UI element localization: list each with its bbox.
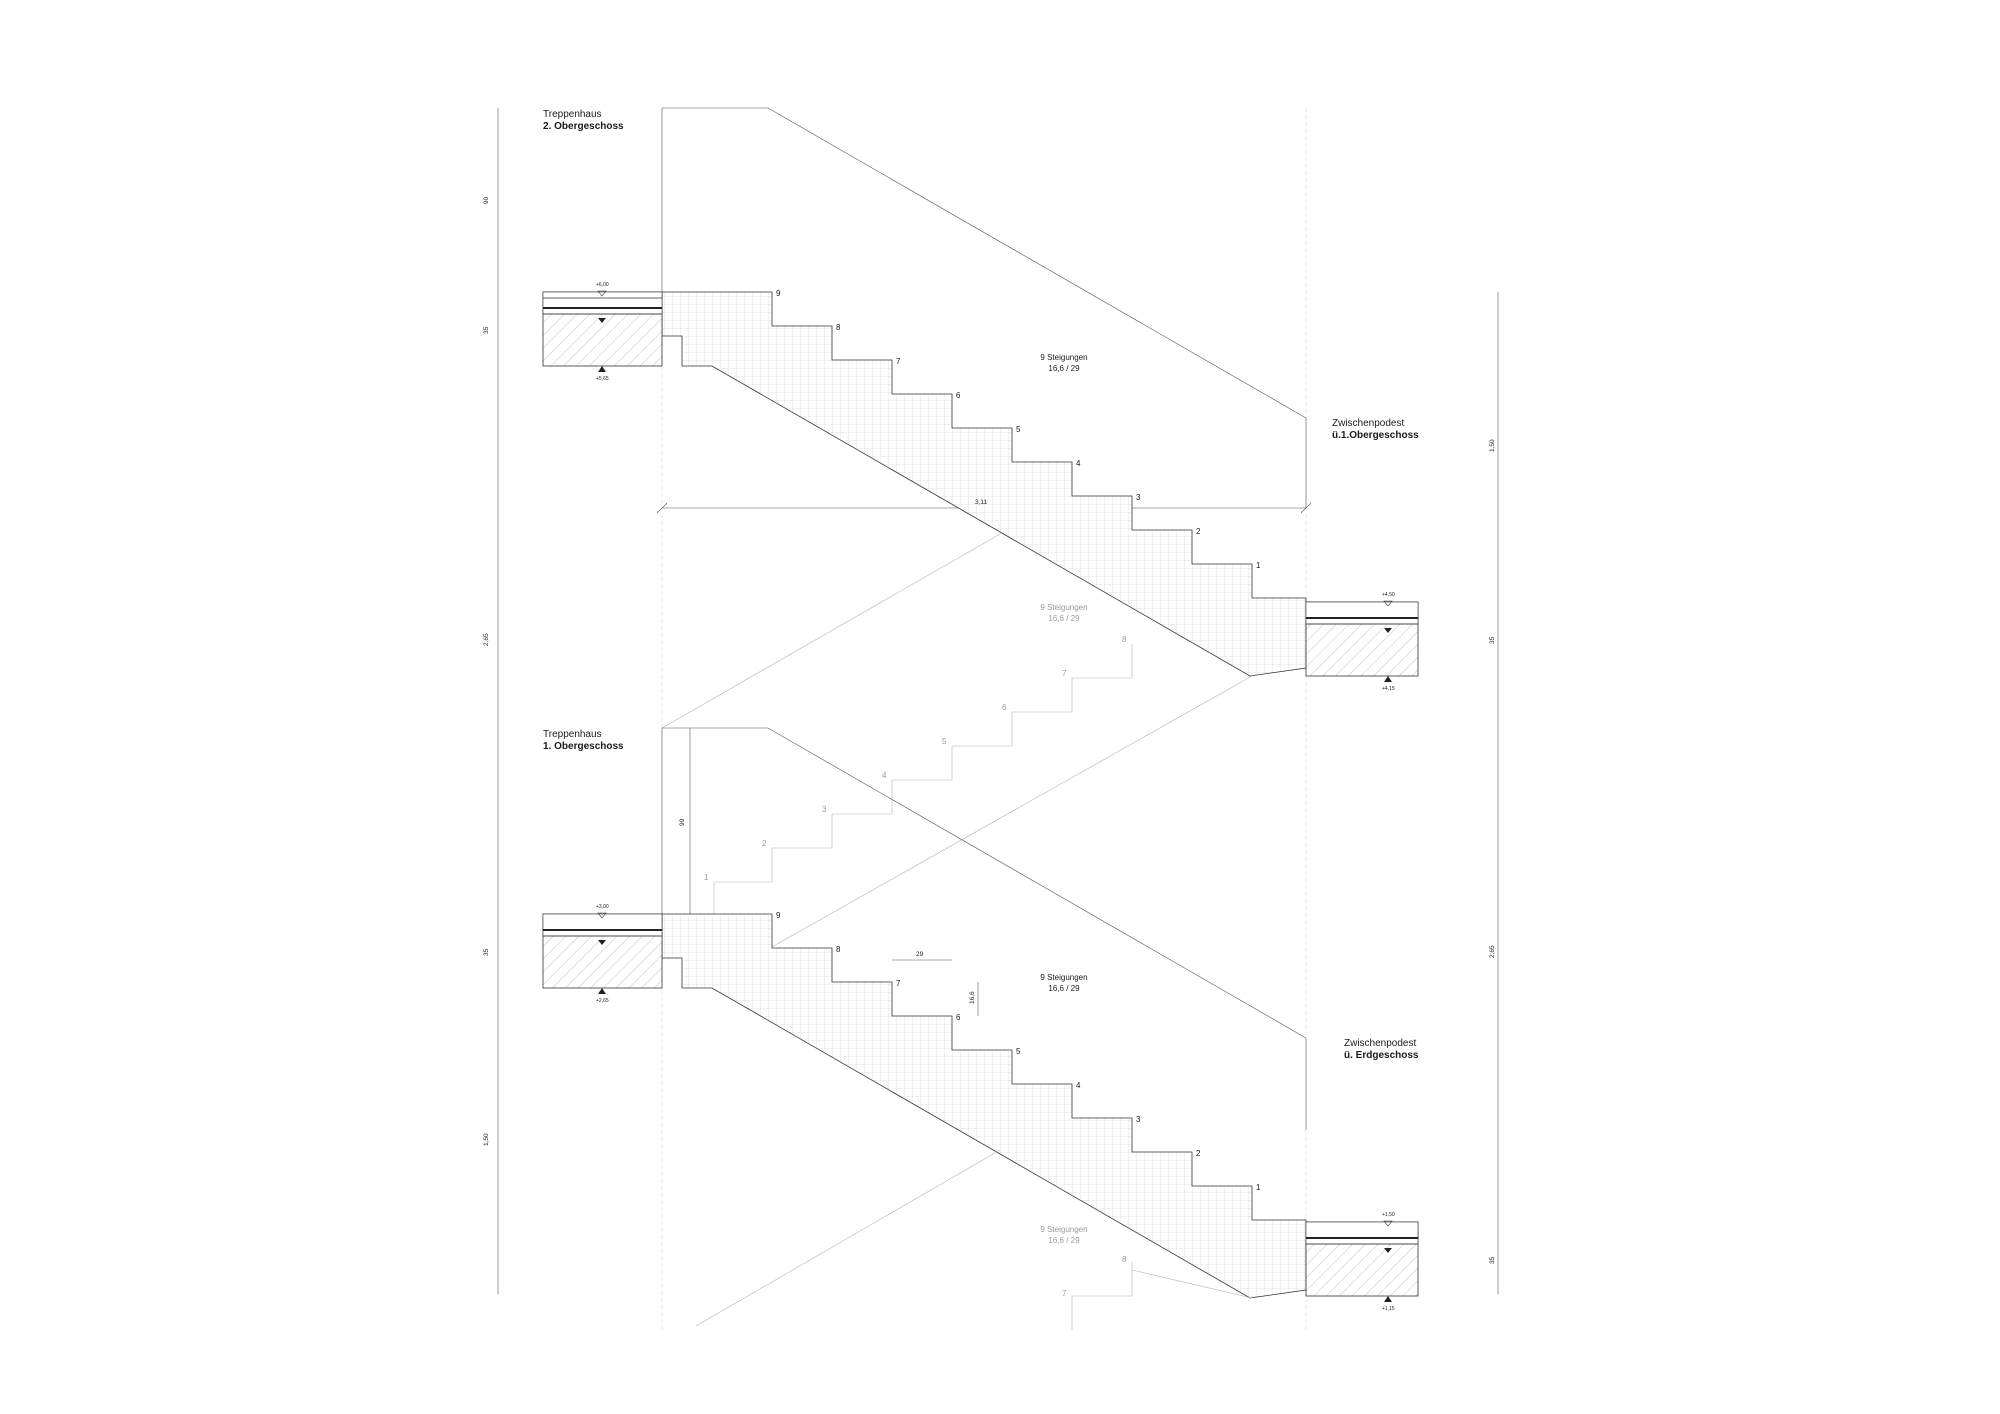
step-number: 7 <box>896 979 901 988</box>
ghost-step-number: 5 <box>942 737 947 746</box>
right-dim-label: 35 <box>1489 636 1496 644</box>
step-numbers-lower: 9 8 7 6 5 4 3 2 1 <box>776 911 1261 1192</box>
ghost-step-number: 8 <box>1122 635 1127 644</box>
ghost-flight-underside-mid <box>661 533 1001 729</box>
level-label: +1,50 <box>1382 1212 1395 1218</box>
clearance-outline-upper <box>661 107 1307 508</box>
flight-count-upper-ghost: 9 Steigungen <box>1040 603 1087 612</box>
riser-label: 16,6 <box>969 991 976 1004</box>
step-numbers-upper: 9 8 7 6 5 4 3 2 1 <box>776 289 1261 570</box>
left-dim-label: 90 <box>483 196 490 204</box>
step-number: 1 <box>1256 561 1261 570</box>
step-number: 5 <box>1016 425 1021 434</box>
landing-finish-upper <box>1305 601 1419 625</box>
level-label: +3,00 <box>596 904 609 910</box>
flight-ratio-upper: 16,6 / 29 <box>1048 364 1080 373</box>
step-number: 5 <box>1016 1047 1021 1056</box>
tread-label: 29 <box>916 951 924 958</box>
room-floor-lower: 1. Obergeschoss <box>543 741 624 752</box>
step-number: 2 <box>1196 1149 1201 1158</box>
level-label: +4,15 <box>1382 686 1395 692</box>
landing-floor-lower: ü. Erdgeschoss <box>1344 1050 1419 1061</box>
flight-count-lower-ghost: 9 Steigungen <box>1040 1225 1087 1234</box>
landing-title-lower: Zwischenpodest <box>1344 1038 1416 1049</box>
right-dim-label: 35 <box>1489 1256 1496 1264</box>
ghost-step-numbers-mid: 1 2 3 4 5 6 7 8 <box>704 635 1127 882</box>
step-number: 6 <box>956 391 961 400</box>
flight-ratio-lower-ghost: 16,6 / 29 <box>1048 1236 1080 1245</box>
landing-floor-upper: ü.1.Obergeschoss <box>1332 430 1419 441</box>
run-width-label: 3,11 <box>975 499 988 506</box>
left-dim-label: 1,50 <box>483 1133 490 1146</box>
step-number: 3 <box>1136 1115 1141 1124</box>
flight-count-lower: 9 Steigungen <box>1040 973 1087 982</box>
step-number: 8 <box>836 323 841 332</box>
room-floor-upper: 2. Obergeschoss <box>543 121 624 132</box>
flight-ratio-lower: 16,6 / 29 <box>1048 984 1080 993</box>
stair-flight-upper <box>661 291 1307 677</box>
ghost-steps-mid <box>713 644 1133 918</box>
step-number: 9 <box>776 289 781 298</box>
ghost-steps-bottom <box>1071 1262 1133 1330</box>
step-number: 9 <box>776 911 781 920</box>
step-number: 4 <box>1076 459 1081 468</box>
ghost-flight-underside-bottom-2 <box>1131 1269 1253 1299</box>
flight-ratio-upper-ghost: 16,6 / 29 <box>1048 614 1080 623</box>
flight-count-upper: 9 Steigungen <box>1040 353 1087 362</box>
right-dim-label: 2,65 <box>1489 945 1496 958</box>
ghost-step-number: 1 <box>704 873 709 882</box>
level-markers <box>597 290 1393 1302</box>
step-number: 3 <box>1136 493 1141 502</box>
left-dim-label: 35 <box>483 948 490 956</box>
ghost-step-number: 4 <box>882 771 887 780</box>
level-label: +1,15 <box>1382 1306 1395 1312</box>
level-label: +4,50 <box>1382 592 1395 598</box>
run-dim-tick-left <box>656 502 668 514</box>
ghost-step-number: 7 <box>1062 1289 1067 1298</box>
landing-finish-lower <box>1305 1221 1419 1245</box>
level-label: +5,65 <box>596 376 609 382</box>
room-title-upper: Treppenhaus <box>543 109 602 120</box>
ghost-step-number: 8 <box>1122 1255 1127 1264</box>
step-number: 1 <box>1256 1183 1261 1192</box>
level-label: +2,65 <box>596 998 609 1004</box>
step-number: 7 <box>896 357 901 366</box>
headroom-label: 90 <box>679 818 686 826</box>
ghost-flight-underside-bottom <box>695 1149 1001 1327</box>
ghost-step-number: 3 <box>822 805 827 814</box>
ghost-step-number: 6 <box>1002 703 1007 712</box>
left-dim-label: 35 <box>483 326 490 334</box>
step-number: 6 <box>956 1013 961 1022</box>
ghost-step-numbers-bottom: 7 8 <box>1062 1255 1127 1298</box>
run-dim-tick-right <box>1300 502 1312 514</box>
ghost-flight-underside-mid-2 <box>769 675 1253 949</box>
right-dim-label: 1,50 <box>1489 439 1496 452</box>
clearance-outline-lower <box>661 727 1307 1130</box>
left-dim-label: 2,65 <box>483 633 490 646</box>
ghost-step-number: 7 <box>1062 669 1067 678</box>
step-number: 4 <box>1076 1081 1081 1090</box>
landing-title-upper: Zwischenpodest <box>1332 418 1404 429</box>
step-number: 8 <box>836 945 841 954</box>
step-number: 2 <box>1196 527 1201 536</box>
ghost-step-number: 2 <box>762 839 767 848</box>
room-title-lower: Treppenhaus <box>543 729 602 740</box>
level-label: +6,00 <box>596 282 609 288</box>
stair-flight-lower <box>661 913 1307 1299</box>
